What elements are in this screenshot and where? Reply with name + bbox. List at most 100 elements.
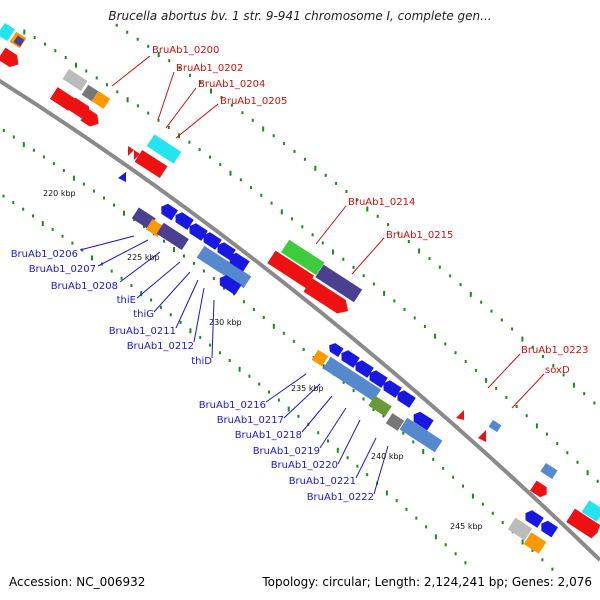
feature-blue-6[interactable]	[226, 251, 250, 272]
feature-red-0205[interactable]	[134, 149, 168, 179]
genome-summary-text: Topology: circular; Length: 2,124,241 bp…	[262, 575, 592, 589]
guide-dot	[250, 186, 252, 189]
feature-orange-br[interactable]	[523, 532, 547, 554]
feature-blue-e[interactable]	[380, 378, 402, 398]
feature-orange-0216[interactable]	[311, 349, 329, 367]
gene-label-0206[interactable]: BruAb1_0206	[11, 249, 78, 260]
guide-dot	[449, 274, 452, 278]
feature-olive-0220[interactable]	[368, 395, 392, 417]
guide-dot	[230, 103, 233, 107]
guide-dot	[464, 360, 467, 363]
feature-steel-0222[interactable]	[399, 417, 443, 453]
guide-dot	[342, 380, 345, 384]
guide-dot	[511, 327, 514, 331]
guide-dot	[491, 511, 494, 515]
feature-red-arrow-0215[interactable]	[303, 278, 353, 318]
gene-label-0217[interactable]: BruAb1_0217	[217, 415, 284, 426]
gene-label-0200[interactable]: BruAb1_0200	[152, 45, 219, 56]
feature-purple-0208[interactable]	[156, 222, 189, 251]
gene-label-0215[interactable]: BruAb1_0215	[386, 230, 453, 241]
feature-cyan-br[interactable]	[581, 500, 600, 522]
feature-red-br[interactable]	[530, 480, 550, 500]
gene-label-0211[interactable]: BruAb1_0211	[109, 326, 176, 337]
feature-steel-0217[interactable]	[323, 356, 381, 402]
feature-blue-7[interactable]	[217, 273, 242, 296]
guide-dot	[75, 62, 77, 68]
feature-blue-br-2[interactable]	[538, 519, 558, 538]
feature-red-block[interactable]	[49, 87, 77, 111]
feature-blue-d[interactable]	[366, 368, 388, 388]
gene-label-0223[interactable]: BruAb1_0223	[521, 345, 588, 356]
feature-blue-g[interactable]	[410, 410, 434, 431]
gene-label-0218[interactable]: BruAb1_0218	[235, 430, 302, 441]
guide-dot	[202, 269, 205, 273]
guide-dot	[291, 217, 294, 221]
scale-label-220: 220 kbp	[43, 189, 76, 198]
feature-blue-marker[interactable]	[118, 172, 126, 182]
feature-red-arrow[interactable]	[0, 47, 22, 71]
gene-label-0220[interactable]: BruAb1_0220	[271, 460, 338, 471]
feature-steel-thiD[interactable]	[196, 245, 252, 289]
guide-dot	[199, 81, 202, 85]
feature-red-small-1[interactable]	[128, 146, 134, 156]
feature-green-0214[interactable]	[281, 239, 325, 276]
feature-red-arrow-0200[interactable]	[67, 97, 94, 122]
feature-blue-b[interactable]	[338, 348, 360, 368]
gene-label-0221[interactable]: BruAb1_0221	[289, 476, 356, 487]
guide-dot	[81, 248, 84, 252]
feature-orange-small[interactable]	[91, 91, 111, 109]
gene-label-0208[interactable]: BruAb1_0208	[51, 281, 118, 292]
feature-cyan[interactable]	[0, 22, 15, 42]
feature-red-small-2[interactable]	[134, 150, 140, 160]
feature-purple-0215[interactable]	[315, 264, 363, 303]
guide-dot	[297, 414, 300, 418]
feature-red-soxD[interactable]	[478, 430, 486, 442]
guide-dot	[262, 126, 265, 132]
feature-steel-soxD[interactable]	[488, 419, 502, 433]
gene-label-0216[interactable]: BruAb1_0216	[199, 400, 266, 411]
gene-label-0222[interactable]: BruAb1_0222	[307, 492, 374, 503]
feature-red-arrow-0200b[interactable]	[80, 108, 102, 130]
guide-dot	[593, 401, 596, 405]
feature-blue-1[interactable]	[158, 202, 178, 221]
guide-dot	[241, 111, 244, 115]
gene-label-soxD[interactable]: soxD	[545, 365, 570, 376]
guide-dot	[169, 313, 172, 317]
feature-steel-br[interactable]	[540, 462, 558, 480]
feature-blue-3[interactable]	[186, 221, 208, 241]
feature-darkgray[interactable]	[81, 84, 99, 102]
gene-label-0205[interactable]: BruAb1_0205	[220, 96, 287, 107]
feature-blue-br-1[interactable]	[522, 508, 544, 528]
gene-label-thiG[interactable]: thiG	[133, 309, 154, 320]
gene-label-0207[interactable]: BruAb1_0207	[29, 264, 96, 275]
feature-purple[interactable]	[13, 35, 25, 47]
feature-blue-f[interactable]	[394, 388, 416, 408]
feature-blue-a[interactable]	[326, 341, 344, 358]
gene-label-0214[interactable]: BruAb1_0214	[348, 197, 415, 208]
feature-red-br-2[interactable]	[566, 508, 600, 540]
feature-red-0223[interactable]	[456, 410, 464, 420]
feature-blue-2[interactable]	[172, 210, 194, 230]
feature-darkgray-0221[interactable]	[385, 413, 405, 431]
guide-dot	[415, 516, 418, 520]
feature-red-0214[interactable]	[267, 250, 315, 289]
chromosome-backbone	[0, 78, 600, 562]
guide-dot	[167, 126, 170, 129]
feature-gray-br[interactable]	[507, 517, 533, 541]
guide-dot	[189, 73, 192, 77]
gene-label-0204[interactable]: BruAb1_0204	[198, 79, 265, 90]
guide-dot	[321, 241, 324, 245]
gene-label-thiD[interactable]: thiD	[191, 356, 212, 367]
guide-dot	[311, 233, 314, 237]
gene-label-thiE[interactable]: thiE	[117, 295, 136, 306]
gene-label-0219[interactable]: BruAb1_0219	[253, 446, 320, 457]
feature-cyan-0205[interactable]	[146, 134, 182, 164]
feature-blue-4[interactable]	[200, 230, 222, 250]
guide-dot	[303, 157, 306, 161]
gene-label-0212[interactable]: BruAb1_0212	[127, 341, 194, 352]
guide-dot	[366, 473, 369, 477]
feature-gray[interactable]	[62, 68, 88, 92]
feature-blue-c[interactable]	[352, 358, 374, 378]
forward-leader-lines	[111, 55, 545, 409]
gene-label-0202[interactable]: BruAb1_0202	[176, 63, 243, 74]
